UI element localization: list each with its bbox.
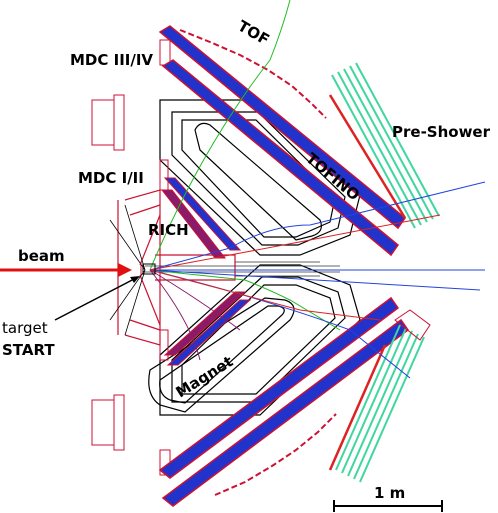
track-purple-1 (149, 269, 201, 361)
tof-lower (214, 413, 337, 496)
label-mdc-inner: MDC I/II (78, 169, 144, 187)
track-green-1 (149, 0, 291, 271)
target (140, 262, 156, 276)
pre-shower-upper (331, 62, 440, 229)
mdc-inner-lower (163, 291, 252, 366)
track-red-1 (149, 214, 441, 271)
rich-mirror (109, 204, 146, 336)
track-red-2 (149, 269, 381, 321)
track-purple-2 (149, 269, 241, 331)
particle-tracks (149, 0, 486, 379)
pre-shower-lower (335, 324, 425, 483)
scale-bar (333, 500, 443, 512)
label-mdc-outer: MDC III/IV (70, 51, 153, 69)
track-blue-3 (149, 269, 481, 291)
label-pre-shower: Pre-Shower (392, 123, 491, 141)
label-tof: TOF (235, 17, 273, 49)
tof-upper (179, 29, 327, 119)
label-rich: RICH (148, 221, 189, 239)
pre-shower-frame (394, 309, 431, 341)
support-frame-right (159, 39, 171, 476)
track-green-2 (149, 269, 341, 331)
beam-arrow (0, 263, 132, 277)
track-blue-1 (149, 181, 486, 271)
label-start: START (2, 341, 55, 359)
tofino (328, 94, 407, 471)
label-scale: 1 m (374, 484, 405, 502)
label-target: target (2, 319, 48, 337)
support-frame-left (91, 94, 125, 451)
label-beam: beam (18, 247, 65, 265)
target-pointer-arrow (54, 276, 140, 321)
